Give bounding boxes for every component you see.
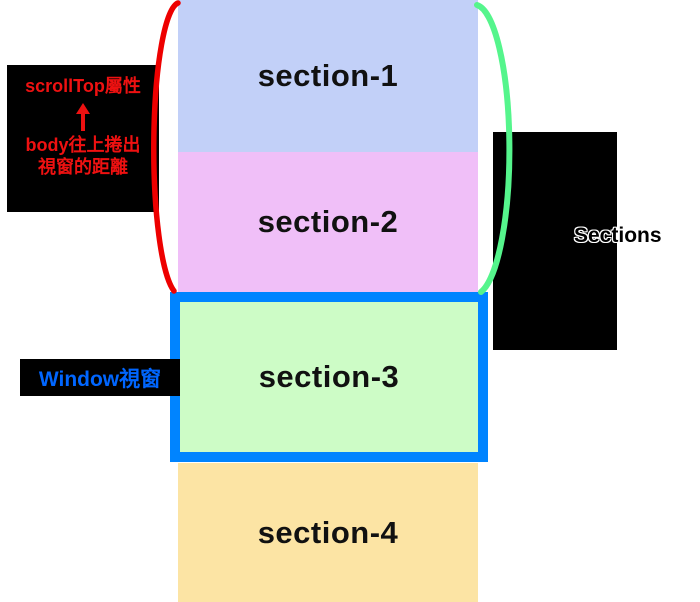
- scrolltop-desc-line2: 視窗的距離: [38, 156, 128, 177]
- section-2-block: section-2: [178, 152, 478, 292]
- window-label-box: Window視窗: [20, 359, 180, 396]
- section-4-label: section-4: [257, 514, 399, 550]
- section-1-label: section-1: [257, 58, 399, 93]
- section-3-label: section-3: [258, 359, 400, 394]
- section-4-block: section-4: [178, 463, 478, 602]
- right-annotation-box: [493, 132, 617, 350]
- scrolltop-desc-line1: body往上捲出: [25, 134, 141, 155]
- window-viewport-frame: section-3: [170, 292, 488, 462]
- section-1-block: section-1: [178, 0, 478, 152]
- arrow-up-icon: [76, 102, 90, 131]
- section-2-label: section-2: [257, 204, 399, 239]
- window-label: Window視窗: [38, 367, 162, 391]
- right-annotation-label: Sections: [574, 224, 662, 247]
- scrolltop-property-label: scrollTop屬性: [25, 76, 141, 96]
- scrolltop-annotation-box: scrollTop屬性 body往上捲出 視窗的距離: [7, 65, 159, 212]
